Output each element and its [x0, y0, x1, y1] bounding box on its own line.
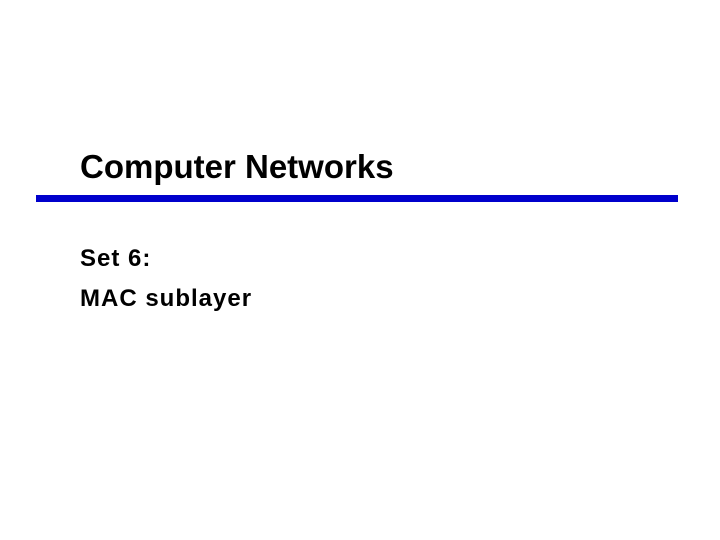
slide-subtitle: Set 6: MAC sublayer	[80, 239, 252, 319]
slide-title: Computer Networks	[80, 148, 394, 185]
title-underline-rule	[36, 195, 678, 202]
subtitle-line-topic: MAC sublayer	[80, 285, 253, 312]
subtitle-line-set: Set 6:	[80, 245, 152, 272]
